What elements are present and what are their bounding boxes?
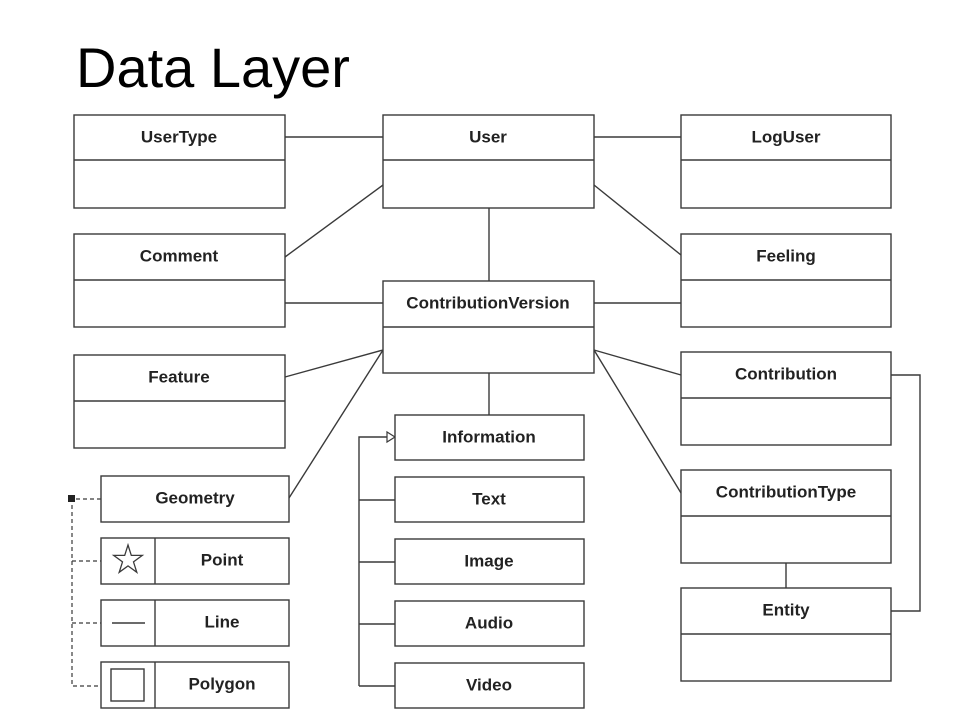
connector-contributionversion-geometry — [288, 349, 384, 499]
connector-contributionversion-contribution — [593, 349, 682, 376]
square-icon — [110, 668, 145, 702]
class-label: Geometry — [155, 488, 235, 507]
class-label: Point — [201, 550, 244, 569]
class-label: User — [469, 127, 507, 146]
class-label: Line — [205, 612, 240, 631]
class-information: Information — [394, 414, 585, 461]
class-text: Text — [394, 476, 585, 523]
class-label: Entity — [762, 600, 810, 619]
class-line: Line — [100, 599, 290, 647]
class-polygon: Polygon — [100, 661, 290, 709]
class-label: Audio — [465, 613, 513, 632]
connector-user-comment — [284, 184, 384, 258]
class-label: Feature — [148, 367, 209, 386]
connector-contribution-entity — [891, 374, 921, 612]
class-label: Comment — [140, 246, 219, 265]
connectors — [284, 136, 921, 612]
class-label: Video — [466, 675, 512, 694]
class-comment: Comment — [73, 233, 286, 328]
class-video: Video — [394, 662, 585, 709]
class-label: LogUser — [752, 127, 821, 146]
class-audio: Audio — [394, 600, 585, 647]
class-label: Polygon — [188, 674, 255, 693]
class-image: Image — [394, 538, 585, 585]
class-contribution: Contribution — [680, 351, 892, 446]
class-point: Point — [100, 537, 290, 585]
geometry-subtypes — [68, 495, 101, 687]
geometry-dashed-trunk — [71, 498, 101, 687]
connector-contributionversion-feature — [284, 349, 384, 378]
class-entity: Entity — [680, 587, 892, 682]
class-contributiontype: ContributionType — [680, 469, 892, 564]
class-contributionversion: ContributionVersion — [382, 280, 595, 374]
geometry-anchor — [68, 495, 75, 502]
class-label: Feeling — [756, 246, 816, 265]
class-feeling: Feeling — [680, 233, 892, 328]
information-inheritance — [358, 430, 397, 687]
page-title: Data Layer — [76, 36, 350, 99]
class-loguser: LogUser — [680, 114, 892, 209]
class-geometry: Geometry — [100, 475, 290, 523]
connector-contributionversion-contributiontype — [593, 349, 682, 494]
class-label: ContributionType — [716, 482, 856, 501]
class-label: Information — [442, 427, 536, 446]
class-label: ContributionVersion — [406, 293, 569, 312]
class-user: User — [382, 114, 595, 209]
inheritance-arrowhead — [386, 430, 397, 444]
connector-user-feeling — [593, 184, 682, 256]
class-usertype: UserType — [73, 114, 286, 209]
class-label: Image — [464, 551, 513, 570]
class-feature: Feature — [73, 354, 286, 449]
class-label: UserType — [141, 127, 217, 146]
inheritance-trunk — [358, 436, 387, 686]
star-icon — [111, 542, 145, 574]
class-label: Text — [472, 489, 506, 508]
class-label: Contribution — [735, 364, 837, 383]
